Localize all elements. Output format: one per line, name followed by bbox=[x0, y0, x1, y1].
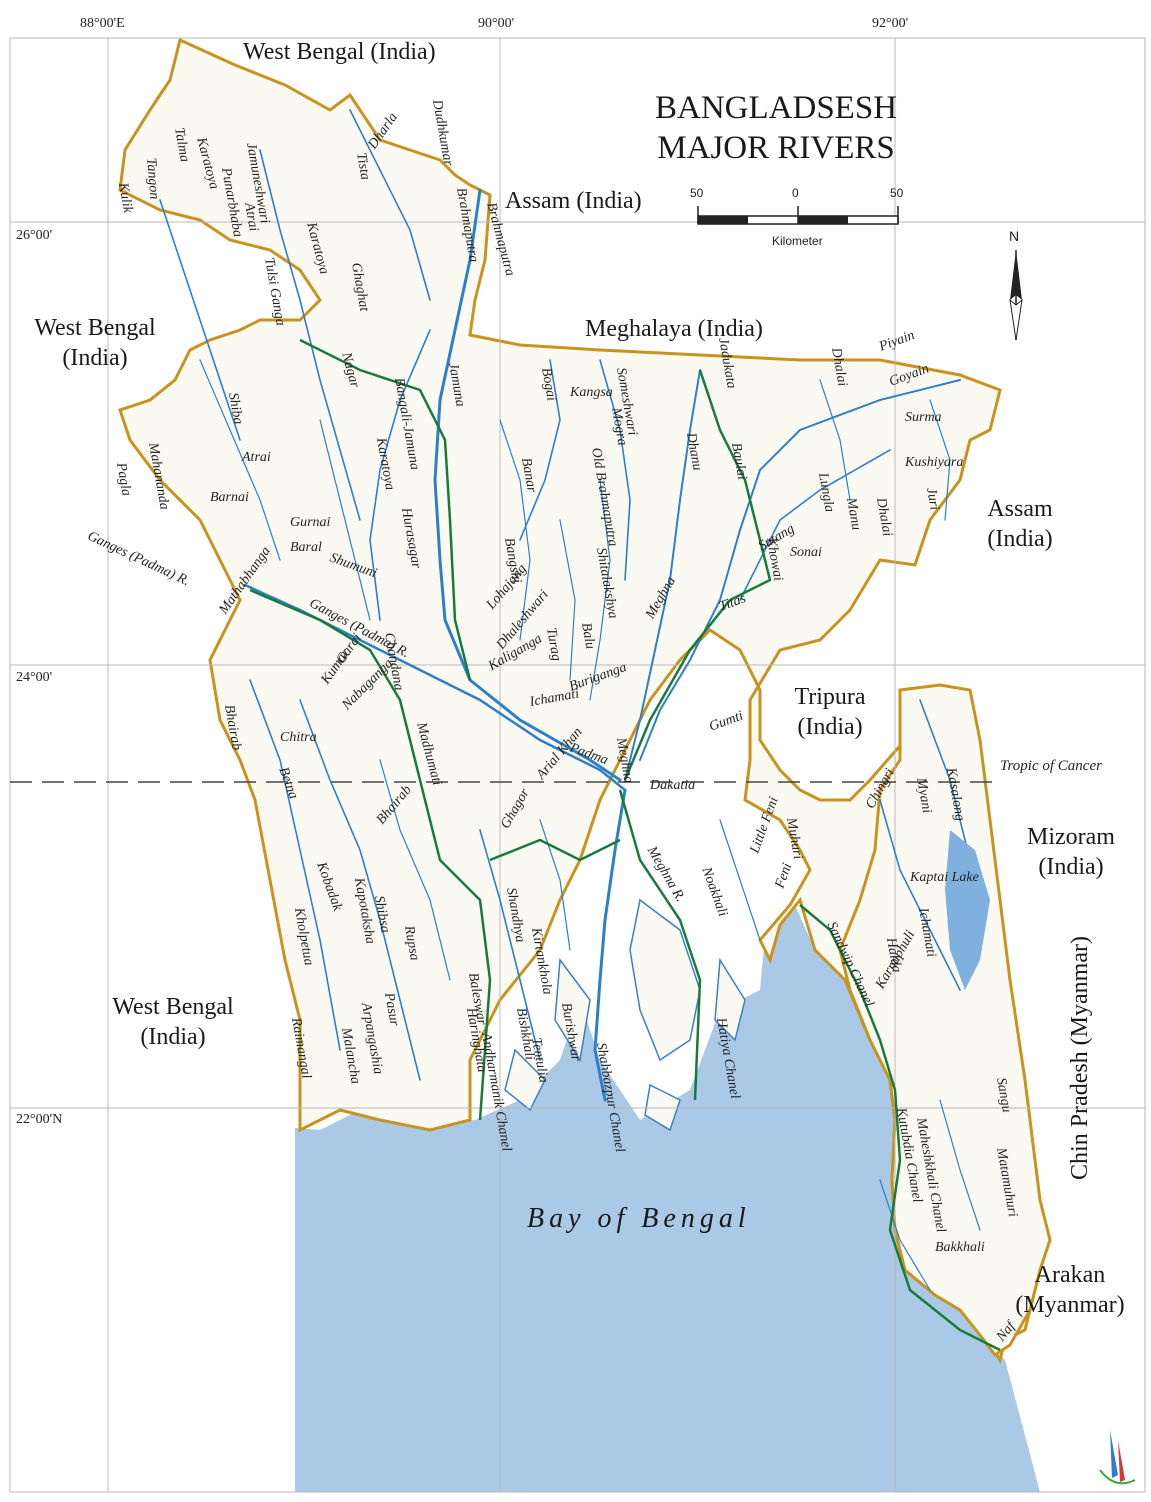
region-arakan-line1: Arakan bbox=[1034, 1262, 1106, 1288]
north-label: N bbox=[1009, 228, 1020, 244]
river-label-atrai2: Atrai bbox=[242, 450, 271, 465]
scale-bar bbox=[697, 206, 899, 225]
river-label-gurnai: Gurnai bbox=[290, 515, 331, 530]
region-meghalaya: Meghalaya (India) bbox=[585, 316, 763, 342]
coastal-islands bbox=[504, 898, 746, 1132]
coord-lat24: 24°00' bbox=[16, 670, 53, 685]
map-title: BANGLADSESH MAJOR RIVERS bbox=[655, 88, 897, 168]
region-tripura: Tripura (India) bbox=[780, 682, 880, 742]
coord-lat26: 26°00' bbox=[16, 228, 53, 243]
region-assam-right-line1: Assam bbox=[987, 496, 1053, 522]
region-west-bengal-bottom: West Bengal (India) bbox=[98, 992, 248, 1052]
region-tripura-line1: Tripura bbox=[794, 684, 866, 710]
river-label-kangsa: Kangsa bbox=[570, 385, 613, 400]
region-west-bengal-left: West Bengal (India) bbox=[20, 313, 170, 373]
region-tripura-line2: (India) bbox=[797, 714, 863, 740]
region-assam-right: Assam (India) bbox=[975, 494, 1065, 554]
region-arakan-line2: (Myanmar) bbox=[1015, 1292, 1125, 1318]
river-label-kaptailake: Kaptai Lake bbox=[910, 870, 979, 885]
region-assam-top: Assam (India) bbox=[505, 188, 642, 214]
region-assam-right-line2: (India) bbox=[987, 526, 1053, 552]
river-label-baral: Baral bbox=[290, 540, 322, 555]
river-label-surma: Surma bbox=[905, 410, 942, 425]
logo-icon bbox=[1099, 1430, 1136, 1485]
tropic-label: Tropic of Cancer bbox=[1000, 758, 1102, 774]
graticule bbox=[9, 37, 1146, 1493]
coord-lon90: 90°00' bbox=[478, 16, 515, 31]
north-arrow-icon bbox=[1009, 250, 1023, 341]
region-mizoram-line1: Mizoram bbox=[1027, 824, 1115, 850]
kaptai-lake bbox=[945, 830, 990, 990]
sea-label: Bay of Bengal bbox=[527, 1203, 751, 1234]
region-chin-pradesh: Chin Pradesh (Myanmar) bbox=[1066, 936, 1093, 1180]
coord-lat22: 22°00'N bbox=[16, 1112, 63, 1127]
river-label-kushiyara: Kushiyara bbox=[905, 455, 964, 470]
region-west-bengal-bottom-line2: (India) bbox=[140, 1024, 206, 1050]
region-arakan: Arakan (Myanmar) bbox=[1000, 1260, 1140, 1320]
coord-lon88: 88°00'E bbox=[80, 16, 125, 31]
river-label-barnai: Barnai bbox=[210, 490, 249, 505]
river-label-sonai: Sonai bbox=[790, 545, 822, 560]
region-west-bengal-top: West Bengal (India) bbox=[243, 39, 436, 65]
region-mizoram: Mizoram (India) bbox=[1016, 822, 1126, 882]
region-west-bengal-left-line1: West Bengal bbox=[34, 315, 156, 341]
region-west-bengal-bottom-line1: West Bengal bbox=[112, 994, 234, 1020]
scale-label-center: 0 bbox=[792, 186, 799, 200]
bay-of-bengal-area bbox=[295, 905, 1040, 1492]
river-label-chitra: Chitra bbox=[280, 730, 317, 745]
river-label-dakatia: Dakatia bbox=[650, 778, 696, 793]
map-title-line1: BANGLADSESH bbox=[655, 90, 898, 126]
chittagong-hills-land bbox=[838, 683, 1052, 1358]
map-title-line2: MAJOR RIVERS bbox=[657, 130, 895, 166]
coord-lon92: 92°00' bbox=[872, 16, 909, 31]
region-west-bengal-left-line2: (India) bbox=[62, 345, 128, 371]
river-label-bakkhali: Bakkhali bbox=[935, 1240, 985, 1255]
scale-unit: Kilometer bbox=[772, 234, 823, 248]
scale-label-right: 50 bbox=[890, 186, 904, 200]
region-mizoram-line2: (India) bbox=[1038, 854, 1104, 880]
major-channels bbox=[249, 338, 1001, 1352]
scale-label-left: 50 bbox=[690, 186, 704, 200]
